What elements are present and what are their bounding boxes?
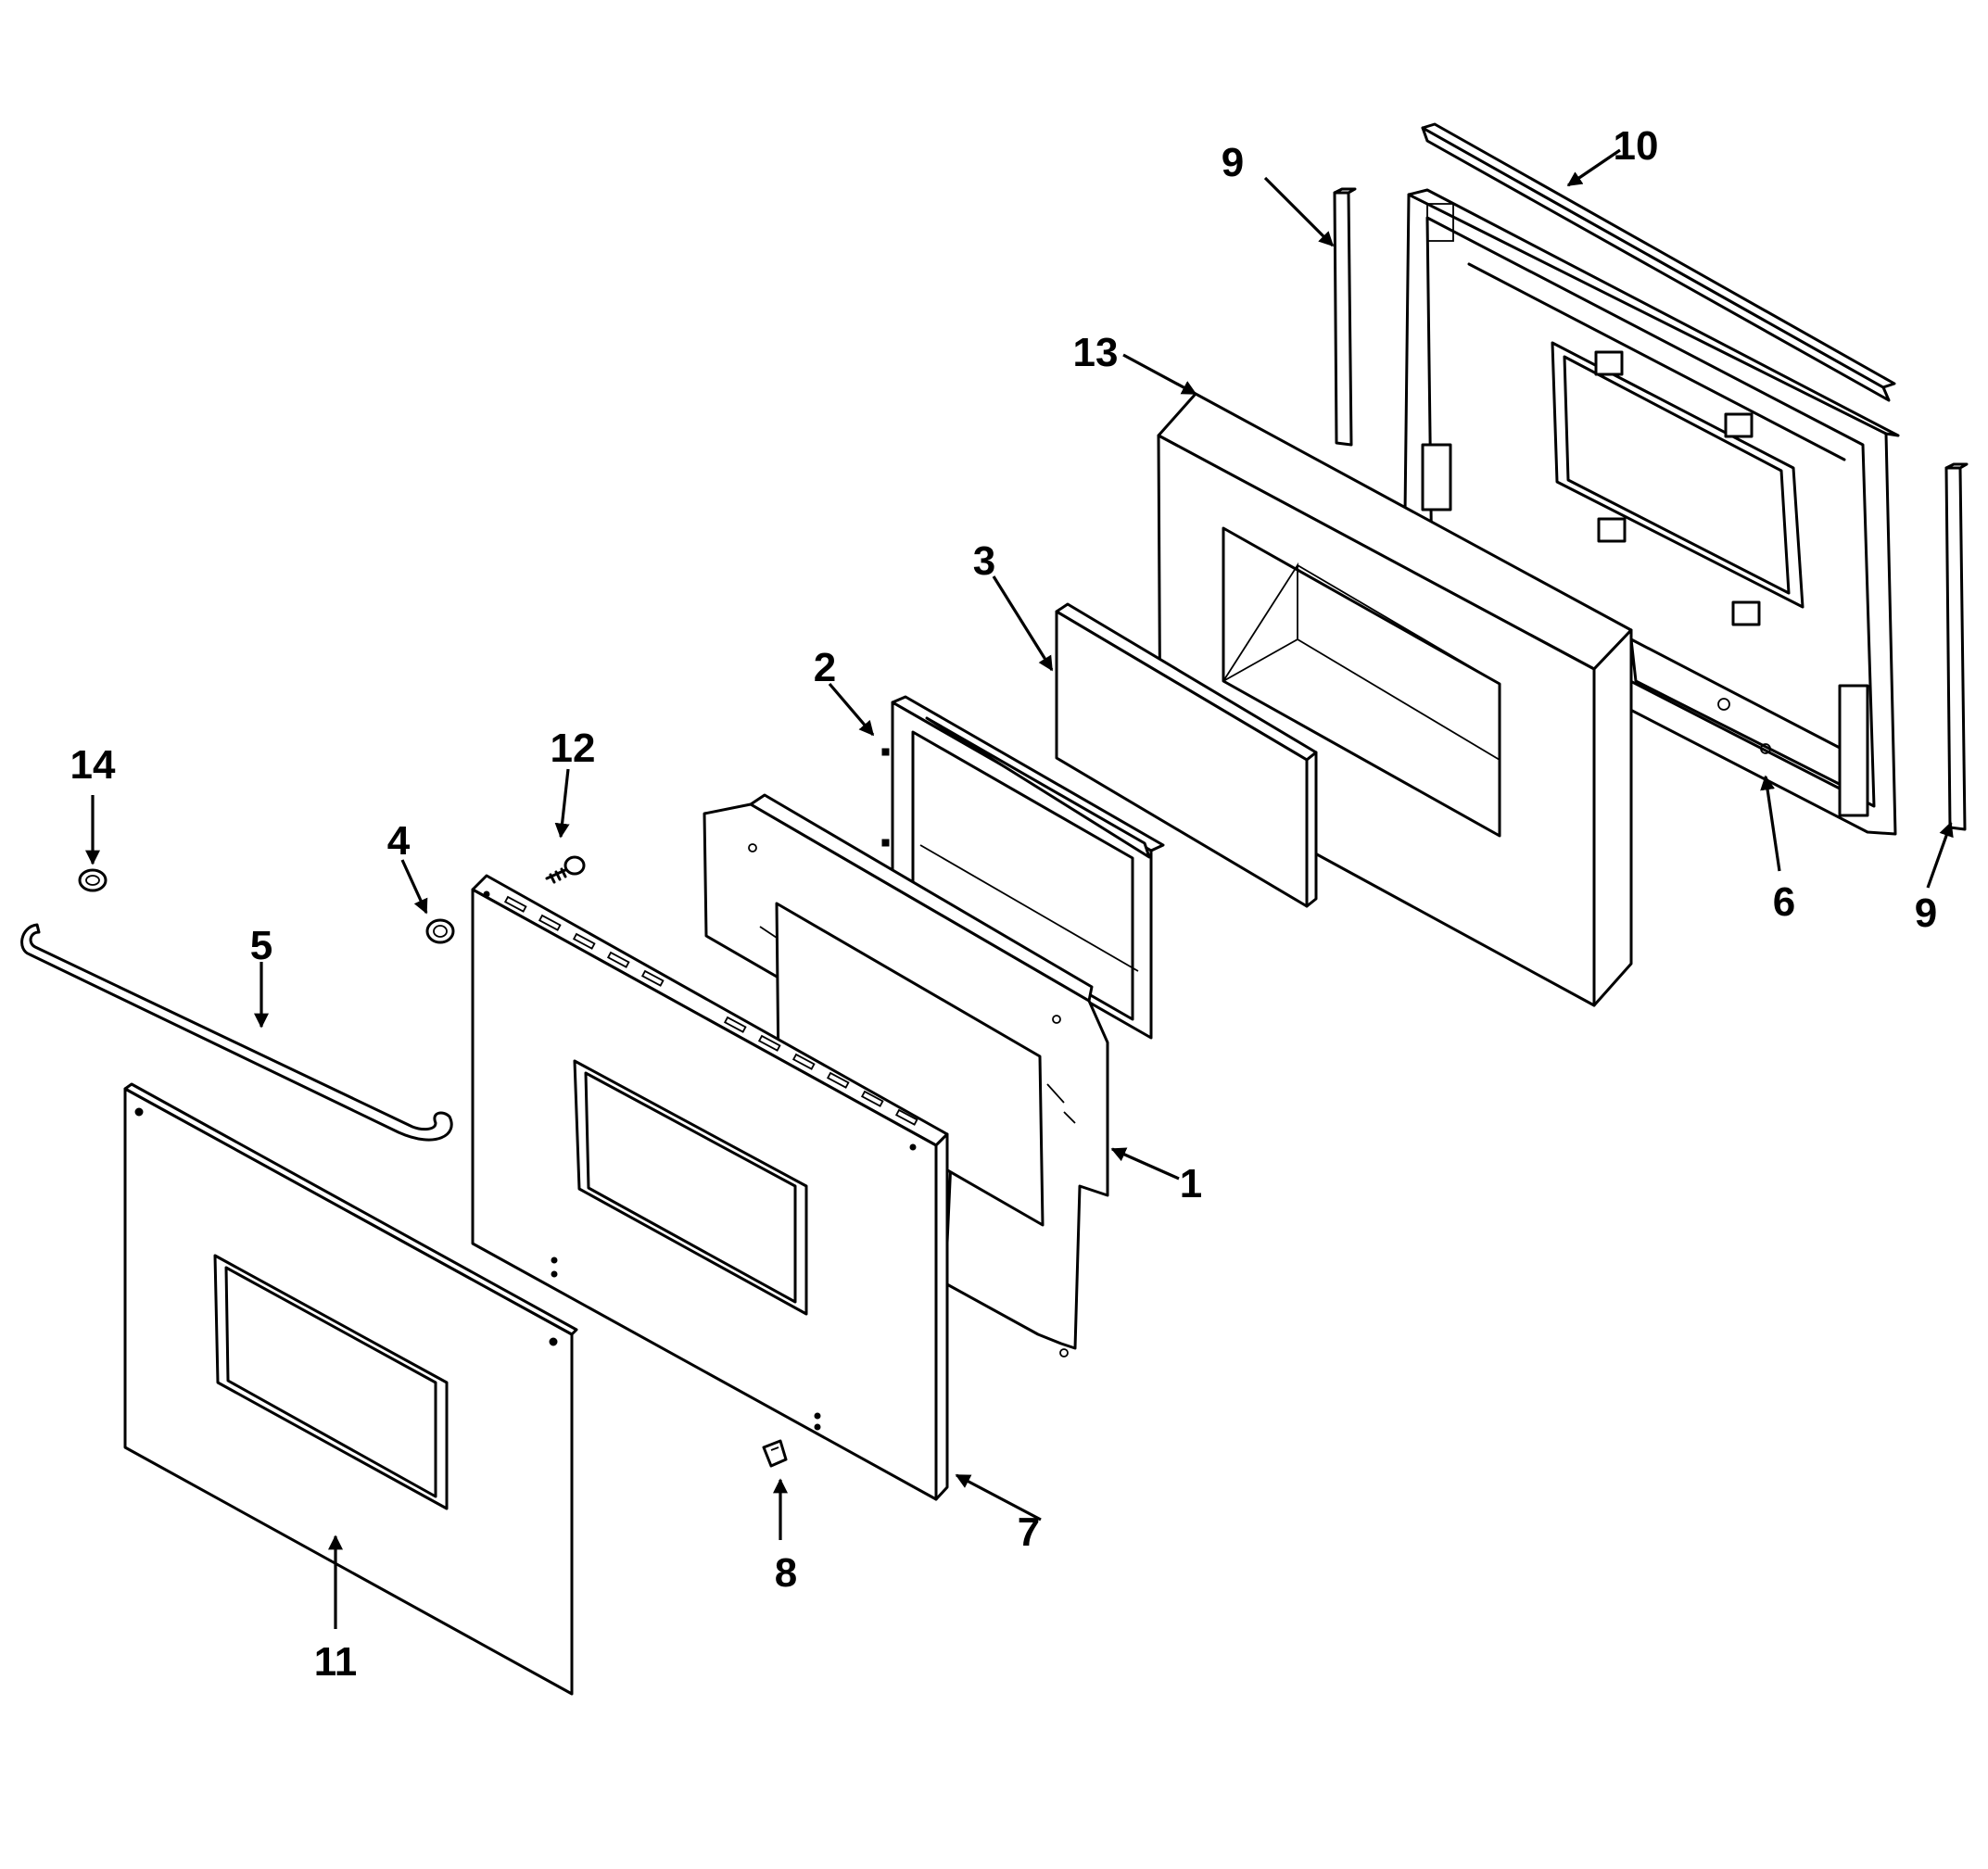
callout-9-top: 9 bbox=[1222, 140, 1244, 185]
part-12-screw bbox=[545, 855, 586, 884]
part-9-side-trim-left bbox=[1333, 187, 1357, 447]
part-2-window-frame bbox=[881, 695, 1165, 1040]
callout-3: 3 bbox=[973, 538, 995, 584]
callout-10: 10 bbox=[1614, 123, 1659, 169]
callout-4: 4 bbox=[387, 818, 411, 864]
callout-11: 11 bbox=[314, 1639, 358, 1685]
callout-1: 1 bbox=[1180, 1161, 1202, 1206]
part-7-outer-door-panel bbox=[471, 874, 949, 1501]
part-13-insulation-box bbox=[1157, 392, 1633, 1007]
callout-13: 13 bbox=[1073, 330, 1119, 375]
part-6-inner-door-liner bbox=[1402, 188, 1900, 836]
part-3-glass-panel bbox=[1055, 602, 1318, 908]
callout-7: 7 bbox=[1018, 1509, 1040, 1555]
leader-arrows bbox=[85, 148, 1954, 1629]
callout-9-bottom: 9 bbox=[1915, 890, 1937, 936]
part-10-top-trim bbox=[1421, 122, 1896, 402]
callout-14: 14 bbox=[70, 742, 116, 788]
part-8-hinge-clip bbox=[762, 1439, 788, 1468]
part-14-end-cap bbox=[78, 868, 108, 892]
callout-labels: 9 10 13 3 2 12 4 14 5 1 7 8 11 6 9 bbox=[70, 123, 1938, 1685]
callout-5: 5 bbox=[250, 923, 272, 968]
part-9-side-trim-right bbox=[1944, 462, 1969, 831]
callout-8: 8 bbox=[775, 1550, 797, 1596]
callout-12: 12 bbox=[551, 726, 596, 771]
part-1-inner-door-panel bbox=[703, 793, 1109, 1358]
callout-6: 6 bbox=[1773, 879, 1795, 925]
callout-2: 2 bbox=[814, 645, 836, 690]
part-4-end-cap bbox=[425, 918, 455, 944]
part-11-front-door-panel bbox=[123, 1082, 578, 1696]
part-5-door-handle bbox=[20, 923, 453, 1142]
